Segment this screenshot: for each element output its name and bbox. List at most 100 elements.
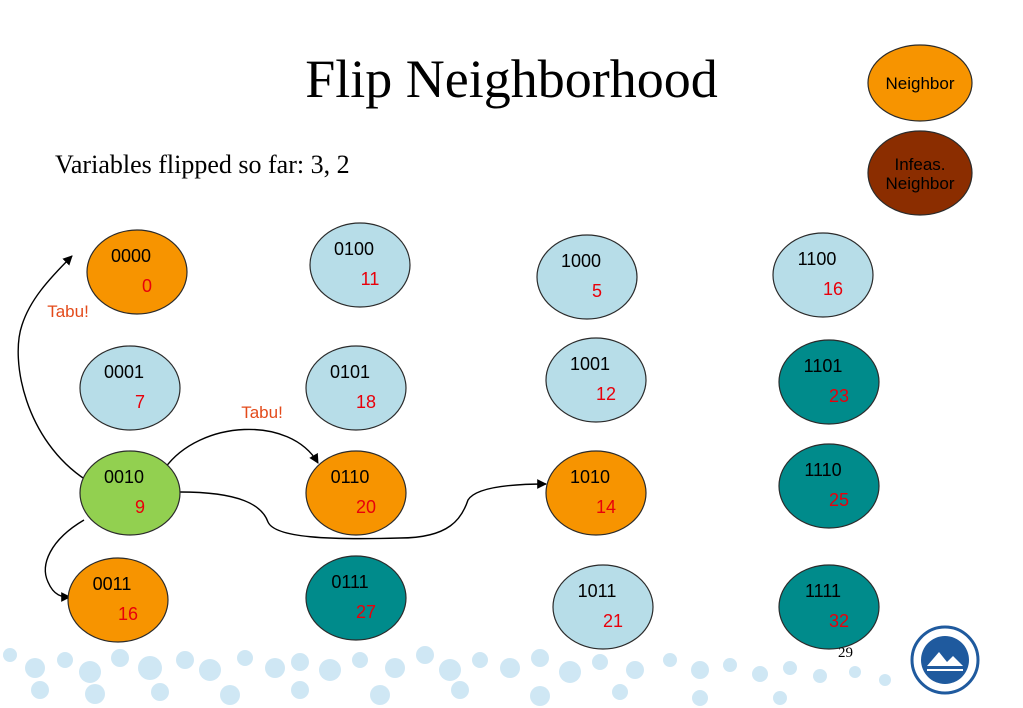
- decor-dot: [530, 686, 550, 706]
- node-value-label: 23: [829, 386, 849, 406]
- decor-dot: [176, 651, 194, 669]
- node-value-label: 20: [356, 497, 376, 517]
- decor-dot: [451, 681, 469, 699]
- node-0101: 0101 18: [305, 345, 407, 431]
- decor-dot: [25, 658, 45, 678]
- legend-swatch: [867, 44, 973, 122]
- node-bits-label: 0011: [93, 574, 132, 594]
- college-logo: [910, 625, 980, 695]
- decor-dot: [111, 649, 129, 667]
- decor-dot: [773, 691, 787, 705]
- node-value-label: 5: [592, 281, 602, 301]
- node-value-label: 16: [118, 604, 138, 624]
- node-shape: [536, 234, 638, 320]
- decor-dot: [531, 649, 549, 667]
- node-shape: [772, 232, 874, 318]
- node-shape: [778, 339, 880, 425]
- node-value-label: 32: [829, 611, 849, 631]
- node-value-label: 25: [829, 490, 849, 510]
- decor-dot: [319, 659, 341, 681]
- decor-dot: [416, 646, 434, 664]
- node-0010: 0010 9: [79, 450, 181, 536]
- decor-dot: [592, 654, 608, 670]
- node-layer: 0000001001110005110016000170101181001121…: [67, 222, 880, 650]
- decor-dot: [879, 674, 891, 686]
- node-bits-label: 1011: [578, 581, 617, 601]
- node-1011: 1011 21: [552, 564, 654, 650]
- decor-dot: [199, 659, 221, 681]
- decor-dot: [151, 683, 169, 701]
- decor-dot: [559, 661, 581, 683]
- decor-dot: [237, 650, 253, 666]
- decor-dot: [663, 653, 677, 667]
- decor-dot: [85, 684, 105, 704]
- decor-dot: [813, 669, 827, 683]
- node-shape: [305, 450, 407, 536]
- edge-0010-to-0110: [164, 428, 319, 469]
- decor-dot: [352, 652, 368, 668]
- edge-label-tabu: Tabu!: [241, 403, 283, 422]
- node-bits-label: 0100: [334, 239, 374, 259]
- node-shape: [305, 345, 407, 431]
- decor-dot: [79, 661, 101, 683]
- node-1101: 1101 23: [778, 339, 880, 425]
- decor-dot: [57, 652, 73, 668]
- node-bits-label: 1010: [570, 467, 610, 487]
- node-bits-label: 1100: [798, 249, 837, 269]
- decor-dot: [612, 684, 628, 700]
- node-bits-label: 0111: [331, 572, 368, 592]
- node-bits-label: 0000: [111, 246, 151, 266]
- decor-dot: [723, 658, 737, 672]
- node-shape: [79, 450, 181, 536]
- node-bits-label: 0001: [104, 362, 144, 382]
- decor-dot: [439, 659, 461, 681]
- node-1111: 1111 32: [778, 564, 880, 650]
- edge-0010-to-0011: [44, 519, 85, 602]
- node-shape: [79, 345, 181, 431]
- node-value-label: 14: [596, 497, 616, 517]
- node-shape: [86, 229, 188, 315]
- node-bits-label: 0101: [330, 362, 370, 382]
- node-0110: 0110 20: [305, 450, 407, 536]
- decor-dot: [220, 685, 240, 705]
- decorative-dot-pattern: [3, 646, 891, 706]
- node-value-label: 9: [135, 497, 145, 517]
- node-bits-label: 0010: [104, 467, 144, 487]
- node-value-label: 11: [361, 269, 380, 289]
- legend-label: Neighbor: [886, 74, 955, 93]
- node-shape: [67, 557, 169, 643]
- node-shape: [545, 337, 647, 423]
- node-bits-label: 1101: [804, 356, 843, 376]
- node-value-label: 21: [603, 611, 623, 631]
- edge-0010-to-1010: [179, 479, 547, 540]
- node-1010: 1010 14: [545, 450, 647, 536]
- decor-dot: [3, 648, 17, 662]
- decor-dot: [783, 661, 797, 675]
- decor-dot: [849, 666, 861, 678]
- node-0111: 0111 27: [305, 555, 407, 641]
- slide-number: 29: [838, 645, 853, 661]
- legend-swatch: [867, 130, 973, 216]
- node-value-label: 27: [356, 602, 376, 622]
- node-value-label: 12: [596, 384, 616, 404]
- node-shape: [305, 555, 407, 641]
- edge-layer: Tabu!Tabu!: [17, 255, 547, 602]
- node-value-label: 0: [142, 276, 152, 296]
- node-bits-label: 1111: [805, 581, 841, 601]
- node-bits-label: 0110: [331, 467, 370, 487]
- node-0011: 0011 16: [67, 557, 169, 643]
- decor-dot: [692, 690, 708, 706]
- node-shape: [778, 564, 880, 650]
- decor-dot: [626, 661, 644, 679]
- node-1001: 1001 12: [545, 337, 647, 423]
- slide-title: Flip Neighborhood: [305, 49, 718, 109]
- node-value-label: 18: [356, 392, 376, 412]
- legend-item-neighbor: Neighbor: [867, 44, 973, 122]
- node-bits-label: 1001: [570, 354, 610, 374]
- node-shape: [778, 443, 880, 529]
